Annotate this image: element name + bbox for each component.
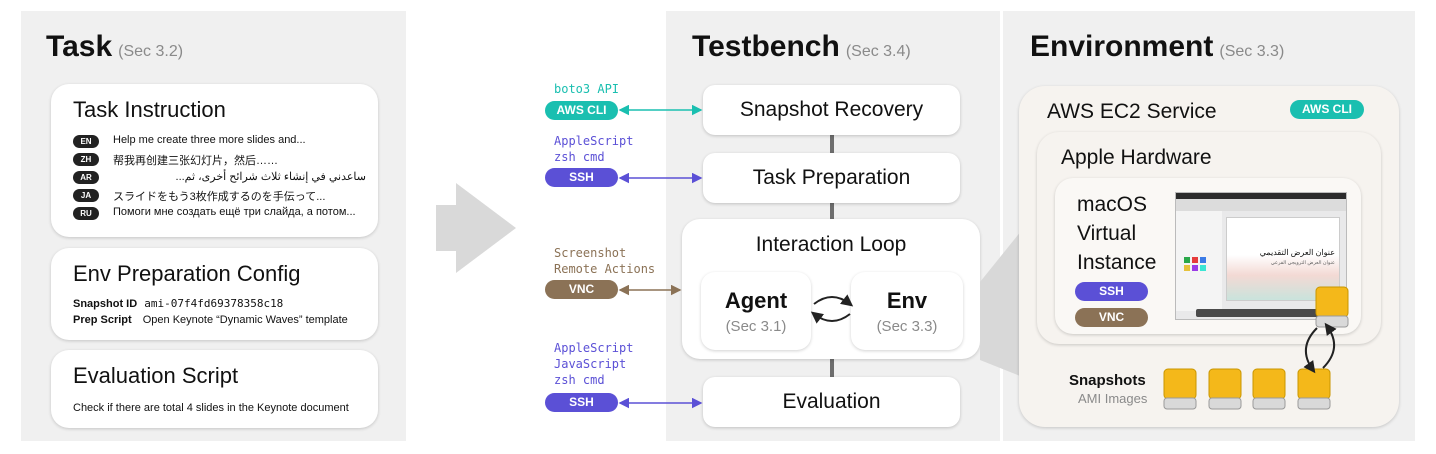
mac-dock [1196, 309, 1326, 317]
environment-sec: (Sec 3.3) [1219, 43, 1285, 60]
keynote-toolbar [1176, 199, 1346, 211]
screenshot-label: Screenshot [554, 246, 627, 260]
lang-code-badge: AR [73, 171, 99, 184]
disk-icon [1163, 368, 1197, 410]
snapshot-recovery-step: Snapshot Recovery [703, 85, 960, 135]
lang-instruction-text: スライドをもう3枚作成するのを手伝って... [113, 191, 326, 203]
interaction-loop-title: Interaction Loop [755, 233, 907, 256]
flow-connector [830, 359, 834, 377]
snapshot-id-value: ami-07f4fd69378358c18 [144, 297, 284, 310]
disk-icon [1252, 368, 1286, 410]
cycle-arrows-icon [810, 294, 854, 324]
vnc-badge: VNC [1075, 308, 1148, 327]
zsh-cmd-label-2: zsh cmd [554, 373, 605, 387]
mac-menubar [1176, 193, 1346, 199]
task-preparation-step: Task Preparation [703, 153, 960, 203]
ssh-tag: SSH [545, 168, 618, 187]
lang-instruction-text: ساعدني في إنشاء ثلاث شرائح أخرى، ثم... [175, 171, 366, 183]
vnc-tag: VNC [545, 280, 618, 299]
prep-script-row: Prep Script Open Keynote “Dynamic Waves”… [73, 314, 348, 326]
aws-cli-tag: AWS CLI [545, 101, 618, 120]
remote-actions-label: Remote Actions [554, 262, 656, 276]
zsh-cmd-label: zsh cmd [554, 150, 605, 164]
agent-box: Agent (Sec 3.1) [701, 272, 811, 350]
flow-connector [830, 135, 834, 153]
slide-title: عنوان العرض التقديمي [1259, 248, 1335, 257]
disk-icon [1208, 368, 1242, 410]
keynote-screenshot: عنوان العرض التقديمي عنوان العرض الترويج… [1175, 192, 1347, 320]
lang-code-badge: EN [73, 135, 99, 148]
slide-subtitle: عنوان العرض الترويجي الفرعي [1270, 260, 1335, 266]
sync-arrows-icon [1303, 322, 1337, 374]
ami-images-label: AMI Images [1078, 391, 1148, 406]
environment-title: Environment (Sec 3.3) [1030, 30, 1284, 64]
javascript-label: JavaScript [554, 357, 627, 371]
lang-code-badge: RU [73, 207, 99, 220]
evaluation-step: Evaluation [703, 377, 960, 427]
evaluation-script-card: Evaluation Script Check if there are tot… [51, 350, 378, 428]
macos-line-3: Instance [1077, 251, 1157, 274]
testbench-title: Testbench (Sec 3.4) [692, 30, 911, 64]
lang-instruction-text: Помоги мне создать ещё три слайда, а пот… [113, 206, 356, 218]
applescript-label: AppleScript [554, 134, 634, 148]
env-sec: (Sec 3.3) [876, 318, 938, 335]
testbench-title-text: Testbench [692, 30, 840, 63]
aws-ec2-title: AWS EC2 Service [1047, 100, 1217, 123]
flow-connector [830, 203, 834, 219]
env-config-title: Env Preparation Config [73, 261, 301, 286]
disk-icon [1315, 286, 1349, 328]
apple-hardware-title: Apple Hardware [1061, 146, 1212, 169]
snapshot-id-row: Snapshot ID ami-07f4fd69378358c18 [73, 297, 283, 310]
protocol-arrows [618, 104, 703, 409]
agent-title: Agent [724, 288, 788, 313]
evaluation-script-title: Evaluation Script [73, 363, 239, 388]
zoom-projection [980, 220, 1030, 380]
boto3-label: boto3 API [554, 82, 620, 96]
snapshot-id-key: Snapshot ID [73, 298, 138, 310]
prep-script-value: Open Keynote “Dynamic Waves” template [142, 314, 348, 326]
keynote-sidebar [1176, 211, 1222, 311]
lang-code-badge: JA [73, 189, 99, 202]
environment-title-text: Environment [1030, 30, 1214, 63]
lang-code-badge: ZH [73, 153, 99, 166]
prep-script-key: Prep Script [73, 314, 132, 326]
testbench-sec: (Sec 3.4) [845, 43, 911, 60]
macos-line-2: Virtual [1077, 222, 1137, 245]
aws-cli-badge: AWS CLI [1290, 100, 1364, 119]
ssh-badge: SSH [1075, 282, 1148, 301]
evaluation-script-text: Check if there are total 4 slides in the… [73, 402, 349, 414]
lang-instruction-text: 帮我再创建三张幻灯片，然后…… [113, 155, 278, 167]
snapshots-label: Snapshots [1069, 372, 1146, 389]
right-arrow-icon [436, 183, 516, 273]
macos-line-1: macOS [1077, 193, 1148, 216]
lang-instruction-text: Help me create three more slides and... [113, 134, 306, 146]
agent-sec: (Sec 3.1) [725, 318, 787, 335]
env-box: Env (Sec 3.3) [851, 272, 963, 350]
task-instruction-title: Task Instruction [73, 97, 226, 122]
task-title: Task (Sec 3.2) [46, 30, 183, 64]
task-title-text: Task [46, 30, 113, 63]
ssh-tag-2: SSH [545, 393, 618, 412]
task-instruction-card: Task Instruction EN Help me create three … [51, 84, 378, 237]
task-sec: (Sec 3.2) [118, 43, 184, 60]
env-config-card: Env Preparation Config Snapshot ID ami-0… [51, 248, 378, 340]
disk-icon [1297, 368, 1331, 410]
env-title: Env [886, 288, 928, 313]
applescript-label-2: AppleScript [554, 341, 634, 355]
